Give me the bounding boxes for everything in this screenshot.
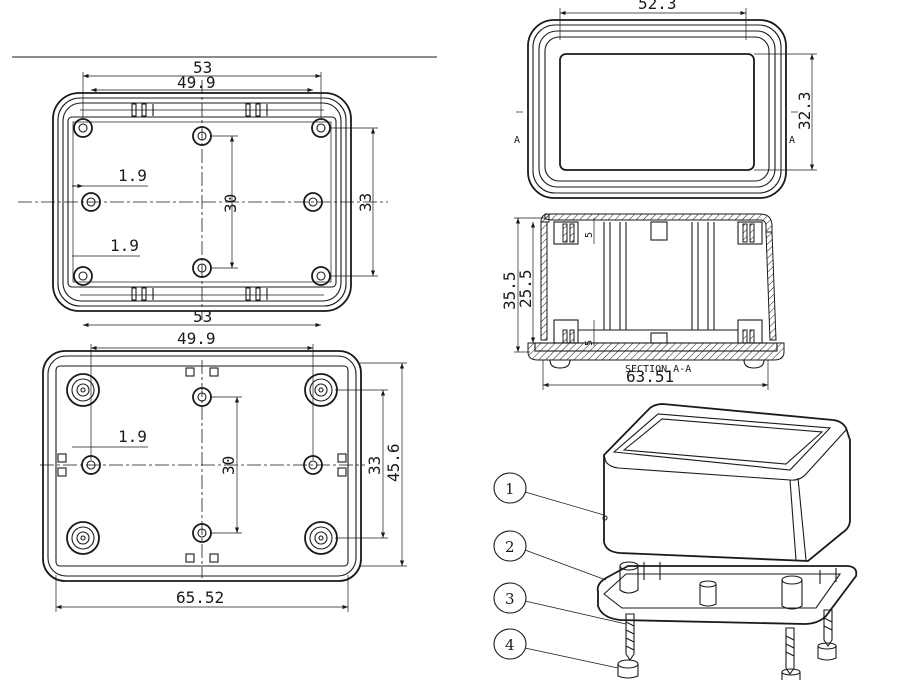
base-plate-outline	[596, 565, 858, 625]
dim-top-height-inner: 30	[221, 194, 240, 213]
housing-outline	[603, 403, 851, 562]
dim-section-boss-top: 5	[584, 232, 595, 238]
lid-recess	[559, 53, 755, 171]
dim-top-width-bottom: 53	[193, 307, 212, 326]
feet	[617, 642, 837, 680]
dim-base-width-inner: 49.9	[177, 329, 216, 348]
dim-base-width-outer: 65.52	[176, 588, 224, 607]
dim-base-height-inner: 30	[219, 456, 238, 475]
section-mark-right: A	[789, 135, 795, 146]
base-view: 49.9 1.9 30 33 45.6 65.52	[40, 322, 407, 612]
dim-top-offset-top: 1.9	[118, 166, 147, 185]
callout-3: 3	[493, 582, 627, 625]
svg-text:3: 3	[505, 590, 515, 608]
exploded-view: 1 2 3 4	[493, 403, 858, 680]
dim-section-boss-bottom: 5	[584, 340, 595, 346]
dim-top-width-inner: 49.9	[177, 73, 216, 92]
lid-outline	[527, 19, 787, 199]
callout-1: 1	[493, 472, 605, 516]
base-view-outline	[42, 350, 362, 582]
dim-section-height-inner: 25.5	[516, 269, 535, 308]
dim-section-height-outer: 35.5	[500, 271, 519, 310]
dim-top-height-outer: 33	[356, 193, 375, 212]
lid-view: 52.3 32.3 A A	[514, 0, 817, 199]
dim-lid-height: 32.3	[795, 91, 814, 130]
dim-section-width: 63.51	[626, 367, 674, 386]
svg-text:1: 1	[505, 480, 515, 498]
callout-2: 2	[493, 530, 607, 581]
callout-4: 4	[493, 628, 619, 669]
section-view: 35.5 25.5 5 5 SECTION A-A 63.51	[500, 213, 785, 390]
top-view: 53 49.9 1.9 1.9 30 33 53	[12, 56, 437, 326]
dim-lid-width: 52.3	[638, 0, 677, 13]
section-mark-left: A	[514, 135, 520, 146]
section-title: SECTION A-A	[625, 364, 691, 375]
dim-top-width-outer: 53	[193, 58, 212, 77]
dim-base-height-mid: 33	[365, 456, 384, 475]
svg-text:2: 2	[505, 538, 515, 556]
screws	[625, 609, 833, 675]
dim-top-offset-bottom: 1.9	[110, 236, 139, 255]
dim-base-offset: 1.9	[118, 427, 147, 446]
dim-base-height-outer: 45.6	[384, 443, 403, 482]
svg-text:4: 4	[505, 636, 515, 654]
